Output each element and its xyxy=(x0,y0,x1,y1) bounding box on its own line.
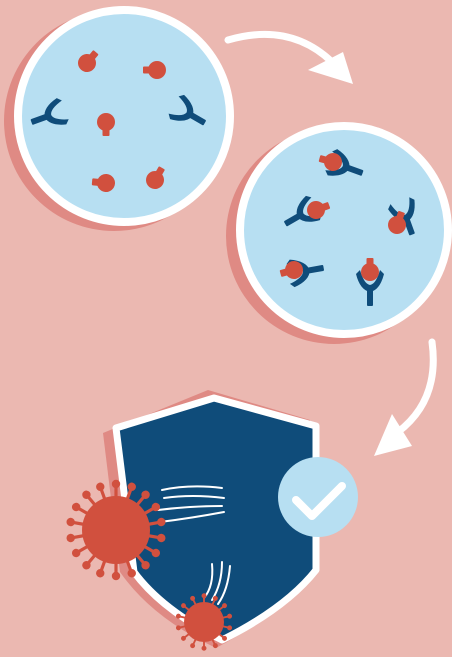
check-badge xyxy=(278,457,358,537)
virus-body xyxy=(82,496,150,564)
bound-molecules-circle xyxy=(226,126,448,344)
unbound-molecules-circle xyxy=(4,10,230,231)
virus-body xyxy=(184,602,224,642)
